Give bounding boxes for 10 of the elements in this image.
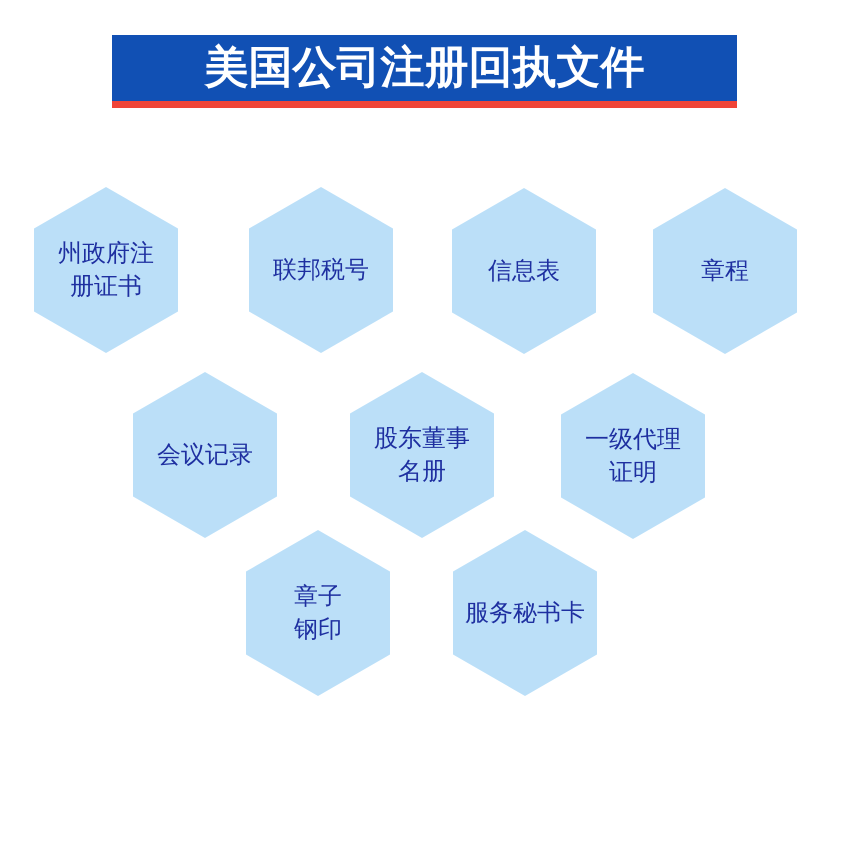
title-banner: 美国公司注册回执文件 xyxy=(112,35,737,108)
hexagon-label: 服务秘书卡 xyxy=(464,598,586,628)
hexagon-label: 一级代理证明 xyxy=(584,424,682,488)
hexagon-label: 州政府注册证书 xyxy=(57,238,155,302)
hexagon-label: 章程 xyxy=(700,256,750,286)
hexagon-label: 章子钢印 xyxy=(293,581,343,645)
hexagon-label: 股东董事名册 xyxy=(373,423,471,487)
hexagon-label: 联邦税号 xyxy=(272,254,370,286)
hexagon-label: 信息表 xyxy=(487,256,561,286)
hexagon-label: 会议记录 xyxy=(156,440,254,470)
